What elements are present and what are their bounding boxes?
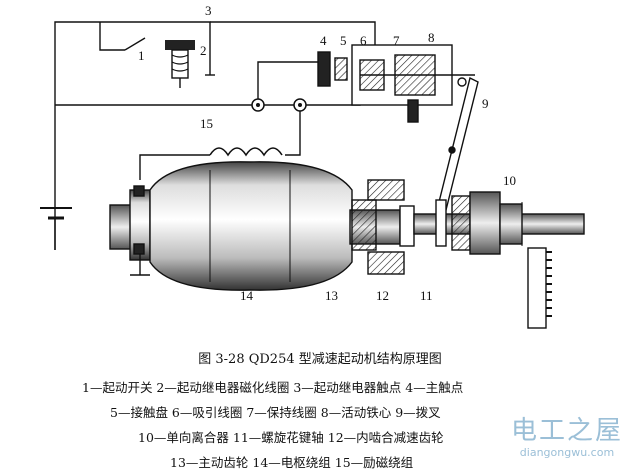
figure-title: 图 3-28 QD254 型减速起动机结构原理图 xyxy=(198,352,442,367)
reduction-gear xyxy=(351,179,415,275)
label-1: 1 xyxy=(138,48,145,63)
relay-coil xyxy=(165,40,215,88)
flywheel-ring-gear xyxy=(527,247,552,329)
watermark-url: diangongwu.com xyxy=(519,446,615,459)
switch-blade xyxy=(124,37,146,51)
legend-line-4: 13—主动齿轮 14—电枢绕组 15—励磁绕组 xyxy=(170,455,414,470)
label-15: 15 xyxy=(200,116,213,131)
solenoid xyxy=(317,44,475,123)
wire-relay-contact xyxy=(210,21,376,45)
label-7: 7 xyxy=(393,33,400,48)
label-8: 8 xyxy=(428,30,435,45)
legend-line-1: 1—起动开关 2—起动继电器磁化线圈 3—起动继电器触点 4—主触点 xyxy=(82,380,464,395)
drive-shaft xyxy=(413,191,585,255)
label-2: 2 xyxy=(200,43,207,58)
label-3: 3 xyxy=(205,3,212,18)
label-5: 5 xyxy=(340,33,347,48)
watermark: 电工之屋 diangongwu.com xyxy=(502,416,632,466)
label-11: 11 xyxy=(420,288,433,303)
label-12: 12 xyxy=(376,288,389,303)
field-winding xyxy=(209,147,283,157)
label-6: 6 xyxy=(360,33,367,48)
contact-arm xyxy=(257,61,318,105)
label-9: 9 xyxy=(482,96,489,111)
label-13: 13 xyxy=(325,288,338,303)
watermark-logo: 电工之屋 xyxy=(510,416,623,446)
wire-field-2 xyxy=(285,105,301,156)
label-4: 4 xyxy=(320,33,327,48)
label-10: 10 xyxy=(503,173,516,188)
wire-top xyxy=(54,21,160,250)
legend-line-2: 5—接触盘 6—吸引线圈 7—保持线圈 8—活动铁心 9—拨叉 xyxy=(110,405,441,420)
wire-mid xyxy=(55,75,361,106)
label-14: 14 xyxy=(240,288,254,303)
armature xyxy=(109,161,401,291)
wire-switch-1 xyxy=(99,22,125,51)
legend-line-3: 10—单向离合器 11—螺旋花键轴 12—内啮合减速齿轮 xyxy=(138,430,444,445)
wire-field-1 xyxy=(139,154,210,180)
